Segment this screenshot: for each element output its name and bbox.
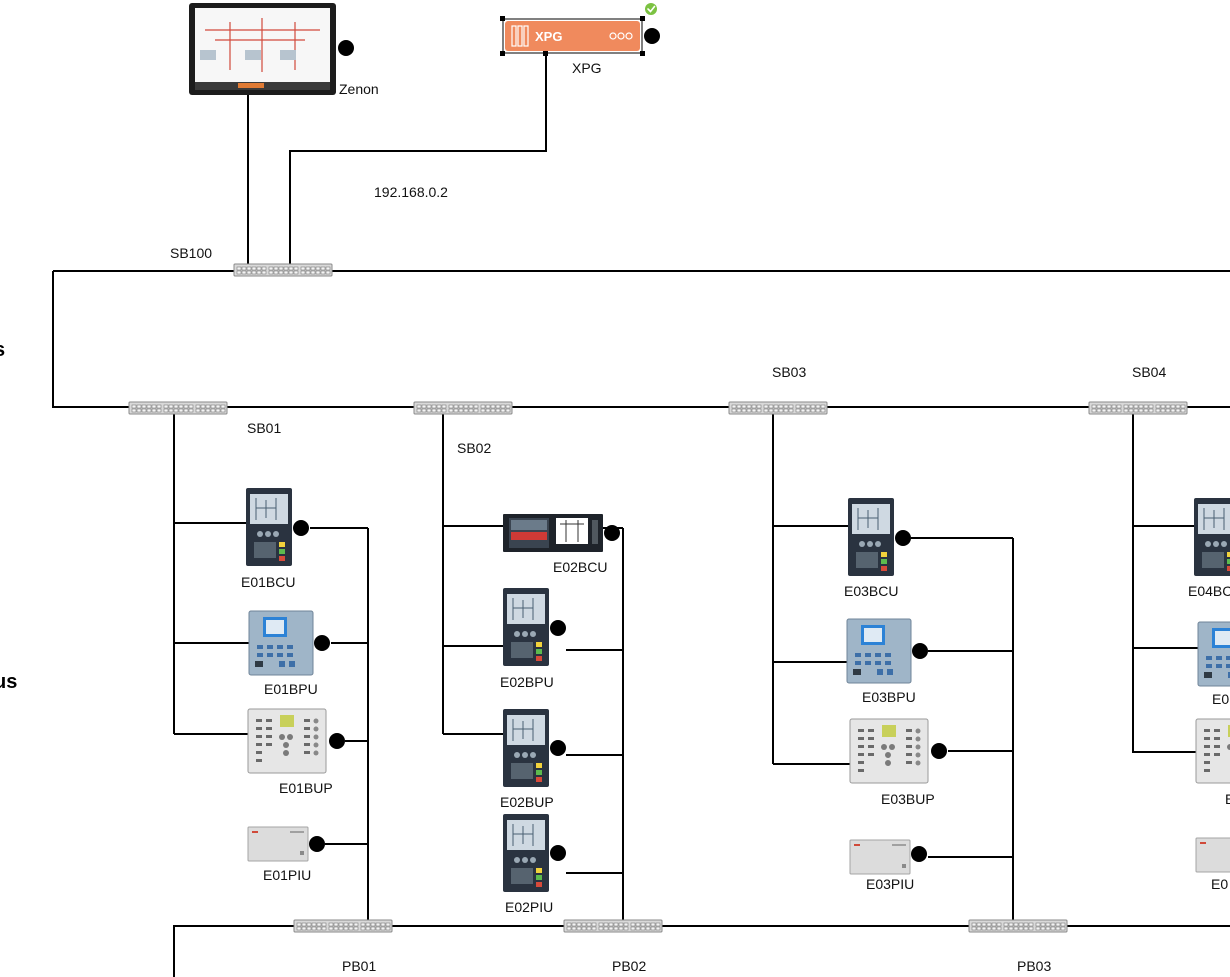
download-icon[interactable] (550, 845, 566, 861)
label-sb100: SB100 (170, 245, 212, 261)
label-zenon: Zenon (339, 81, 379, 97)
download-icon[interactable] (604, 525, 620, 541)
label-e03piu: E03PIU (866, 876, 914, 892)
device-e02bup[interactable] (502, 708, 550, 788)
side-label-station: s (0, 339, 5, 361)
device-e01bcu[interactable] (245, 487, 293, 567)
device-e01piu[interactable] (247, 826, 309, 862)
download-icon[interactable] (912, 643, 928, 659)
label-e04bpu: E0 (1212, 691, 1229, 707)
label-e01bcu: E01BCU (241, 574, 295, 590)
label-e02bup: E02BUP (500, 794, 554, 810)
download-icon[interactable] (309, 836, 325, 852)
device-e01bup[interactable] (247, 708, 327, 774)
device-e02bpu[interactable] (502, 587, 550, 667)
label-e03bcu: E03BCU (844, 583, 898, 599)
label-e02bpu: E02BPU (500, 674, 554, 690)
label-e02piu: E02PIU (505, 899, 553, 915)
label-e01bpu: E01BPU (264, 681, 318, 697)
ip-address-label: 192.168.0.2 (374, 184, 448, 200)
download-icon[interactable] (550, 740, 566, 756)
label-e04bcu: E04BC (1188, 583, 1230, 599)
switch-sb02[interactable] (413, 401, 513, 415)
wire-xpg-sb100 (289, 55, 547, 271)
switch-pb03[interactable] (968, 919, 1068, 933)
label-e04piu: E0 (1211, 876, 1228, 892)
device-e03bcu[interactable] (847, 497, 895, 577)
label-e01bup: E01BUP (279, 780, 333, 796)
switch-sb03[interactable] (728, 401, 828, 415)
download-icon[interactable] (644, 28, 660, 44)
switch-sb01[interactable] (128, 401, 228, 415)
download-icon[interactable] (293, 520, 309, 536)
device-e03bpu[interactable] (846, 618, 912, 684)
label-sb01: SB01 (247, 420, 281, 436)
label-e01piu: E01PIU (263, 867, 311, 883)
device-zenon[interactable] (189, 3, 336, 95)
wires (52, 55, 1230, 977)
switch-sb100[interactable] (233, 263, 333, 277)
device-e02piu[interactable] (502, 813, 550, 893)
switch-pb01[interactable] (293, 919, 393, 933)
label-pb03: PB03 (1017, 958, 1051, 974)
side-label-process: us (0, 671, 17, 693)
device-e02bcu[interactable] (503, 514, 603, 552)
device-e03bup[interactable] (849, 718, 929, 784)
download-icon[interactable] (550, 620, 566, 636)
label-sb04: SB04 (1132, 364, 1166, 380)
label-xpg: XPG (572, 60, 602, 76)
wire-bay4-station (1132, 414, 1196, 753)
switch-pb02[interactable] (563, 919, 663, 933)
download-icon[interactable] (314, 635, 330, 651)
label-pb01: PB01 (342, 958, 376, 974)
check-circle-icon (645, 3, 657, 15)
device-xpg[interactable]: XPG (500, 16, 645, 56)
label-pb02: PB02 (612, 958, 646, 974)
device-e01bpu[interactable] (248, 610, 314, 676)
label-sb02: SB02 (457, 440, 491, 456)
xpg-logo-text: XPG (535, 29, 562, 44)
switch-sb04[interactable] (1088, 401, 1188, 415)
download-icon[interactable] (895, 530, 911, 546)
device-e04bup[interactable] (1195, 718, 1230, 784)
label-e03bup: E03BUP (881, 791, 935, 807)
download-icon[interactable] (338, 40, 354, 56)
device-e03piu[interactable] (849, 839, 911, 875)
wire-process-bus (173, 925, 1230, 977)
device-e04piu[interactable] (1195, 837, 1230, 873)
device-e04bcu[interactable] (1193, 497, 1230, 577)
label-e02bcu: E02BCU (553, 559, 607, 575)
device-e04bpu[interactable] (1197, 621, 1230, 687)
wire-station-bus-loop (52, 271, 1230, 408)
label-e04bup: E (1225, 791, 1230, 807)
download-icon[interactable] (931, 743, 947, 759)
label-sb03: SB03 (772, 364, 806, 380)
label-e03bpu: E03BPU (862, 689, 916, 705)
download-icon[interactable] (911, 846, 927, 862)
download-icon[interactable] (329, 733, 345, 749)
